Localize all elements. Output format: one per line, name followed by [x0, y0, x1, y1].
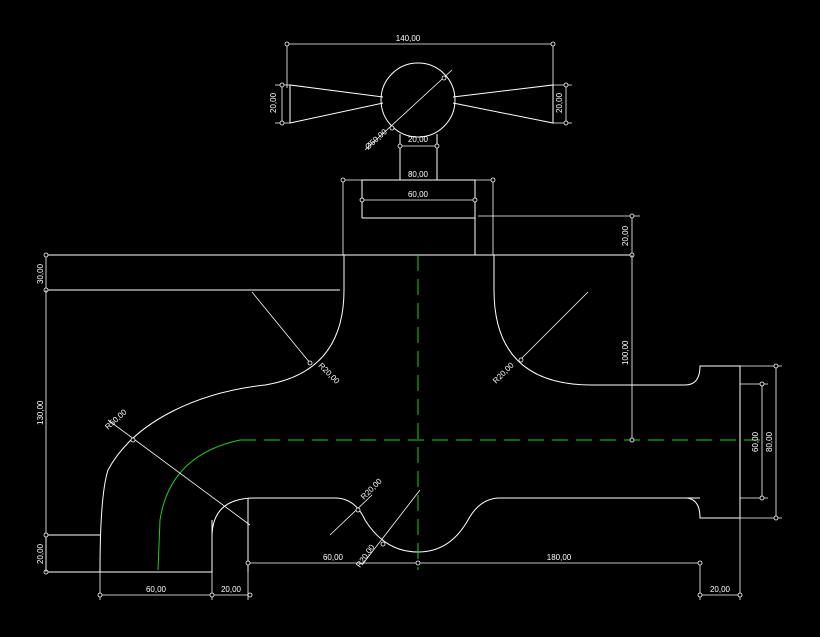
- dim-mid-60: 60,00: [323, 553, 344, 562]
- dim-outlet-inner: 60,00: [751, 431, 760, 452]
- faucet-body: [46, 254, 741, 573]
- dim-handle-left-h: 20,00: [269, 92, 278, 113]
- dim-inner-left-r: R20,00: [317, 361, 342, 386]
- centerlines: [157, 255, 760, 571]
- dim-inner-right-r: R20,00: [491, 360, 516, 385]
- dim-outlet-outer: 80,00: [765, 431, 774, 452]
- handle-assembly: [289, 62, 554, 255]
- handle-left-lever: [289, 84, 384, 124]
- dim-knob-dia: Ø50,00: [363, 127, 389, 152]
- dim-length-180: 180,00: [547, 553, 572, 562]
- dim-bottom-radius2: R20,00: [354, 542, 376, 569]
- dim-top-width: 140,00: [396, 34, 421, 43]
- body-left-foot: [100, 497, 700, 573]
- dim-handle-right-h: 20,00: [555, 92, 564, 113]
- dim-left-radius: R50,00: [103, 407, 129, 431]
- body-left-neck: [99, 255, 345, 573]
- handle-right-lever: [452, 84, 554, 124]
- dim-bonnet-outer: 80,00: [408, 170, 429, 179]
- handle-knob: [380, 62, 456, 138]
- dim-stem-w: 20,00: [408, 135, 429, 144]
- dim-bonnet-inner: 60,00: [408, 190, 429, 199]
- dim-body-h: 130,00: [36, 400, 45, 425]
- dim-bottom-left-w: 60,00: [146, 585, 167, 594]
- body-inner-bend: [211, 498, 249, 572]
- body-right-neck: [493, 255, 741, 519]
- dimension-lines: [43, 41, 782, 600]
- dim-bottom-gap: 20,00: [221, 585, 242, 594]
- curved-centerline: [157, 439, 241, 571]
- stem: [399, 134, 438, 180]
- dim-spout-depth: 100,00: [621, 340, 630, 365]
- dim-bottom-left-h: 20,00: [36, 543, 45, 564]
- dim-bonnet-h: 20,00: [621, 225, 630, 246]
- dim-bottom-radius: R20,00: [359, 476, 384, 501]
- dim-right-end: 20,00: [710, 585, 731, 594]
- left-stub: [46, 534, 100, 573]
- dim-top-offset: 30,00: [36, 263, 45, 284]
